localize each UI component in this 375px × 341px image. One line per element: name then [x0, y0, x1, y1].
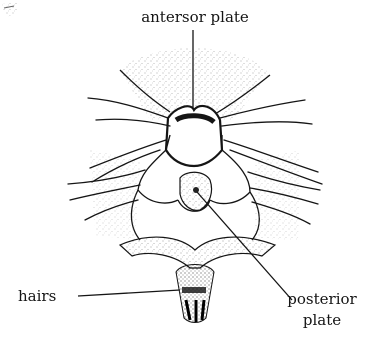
corner-smudge	[2, 2, 20, 18]
left-side-shading	[90, 150, 140, 240]
label-posterior-line1: posterior	[287, 290, 357, 308]
anterior-plate	[166, 106, 222, 166]
hairs-tuft	[176, 265, 214, 323]
lower-wings	[120, 237, 275, 268]
label-hairs: hairs	[18, 287, 56, 305]
leader-hairs	[78, 290, 180, 296]
label-anterior-plate: antersor plate	[141, 8, 249, 26]
label-posterior-line2: plate	[303, 311, 341, 329]
posterior-plate	[180, 172, 212, 210]
